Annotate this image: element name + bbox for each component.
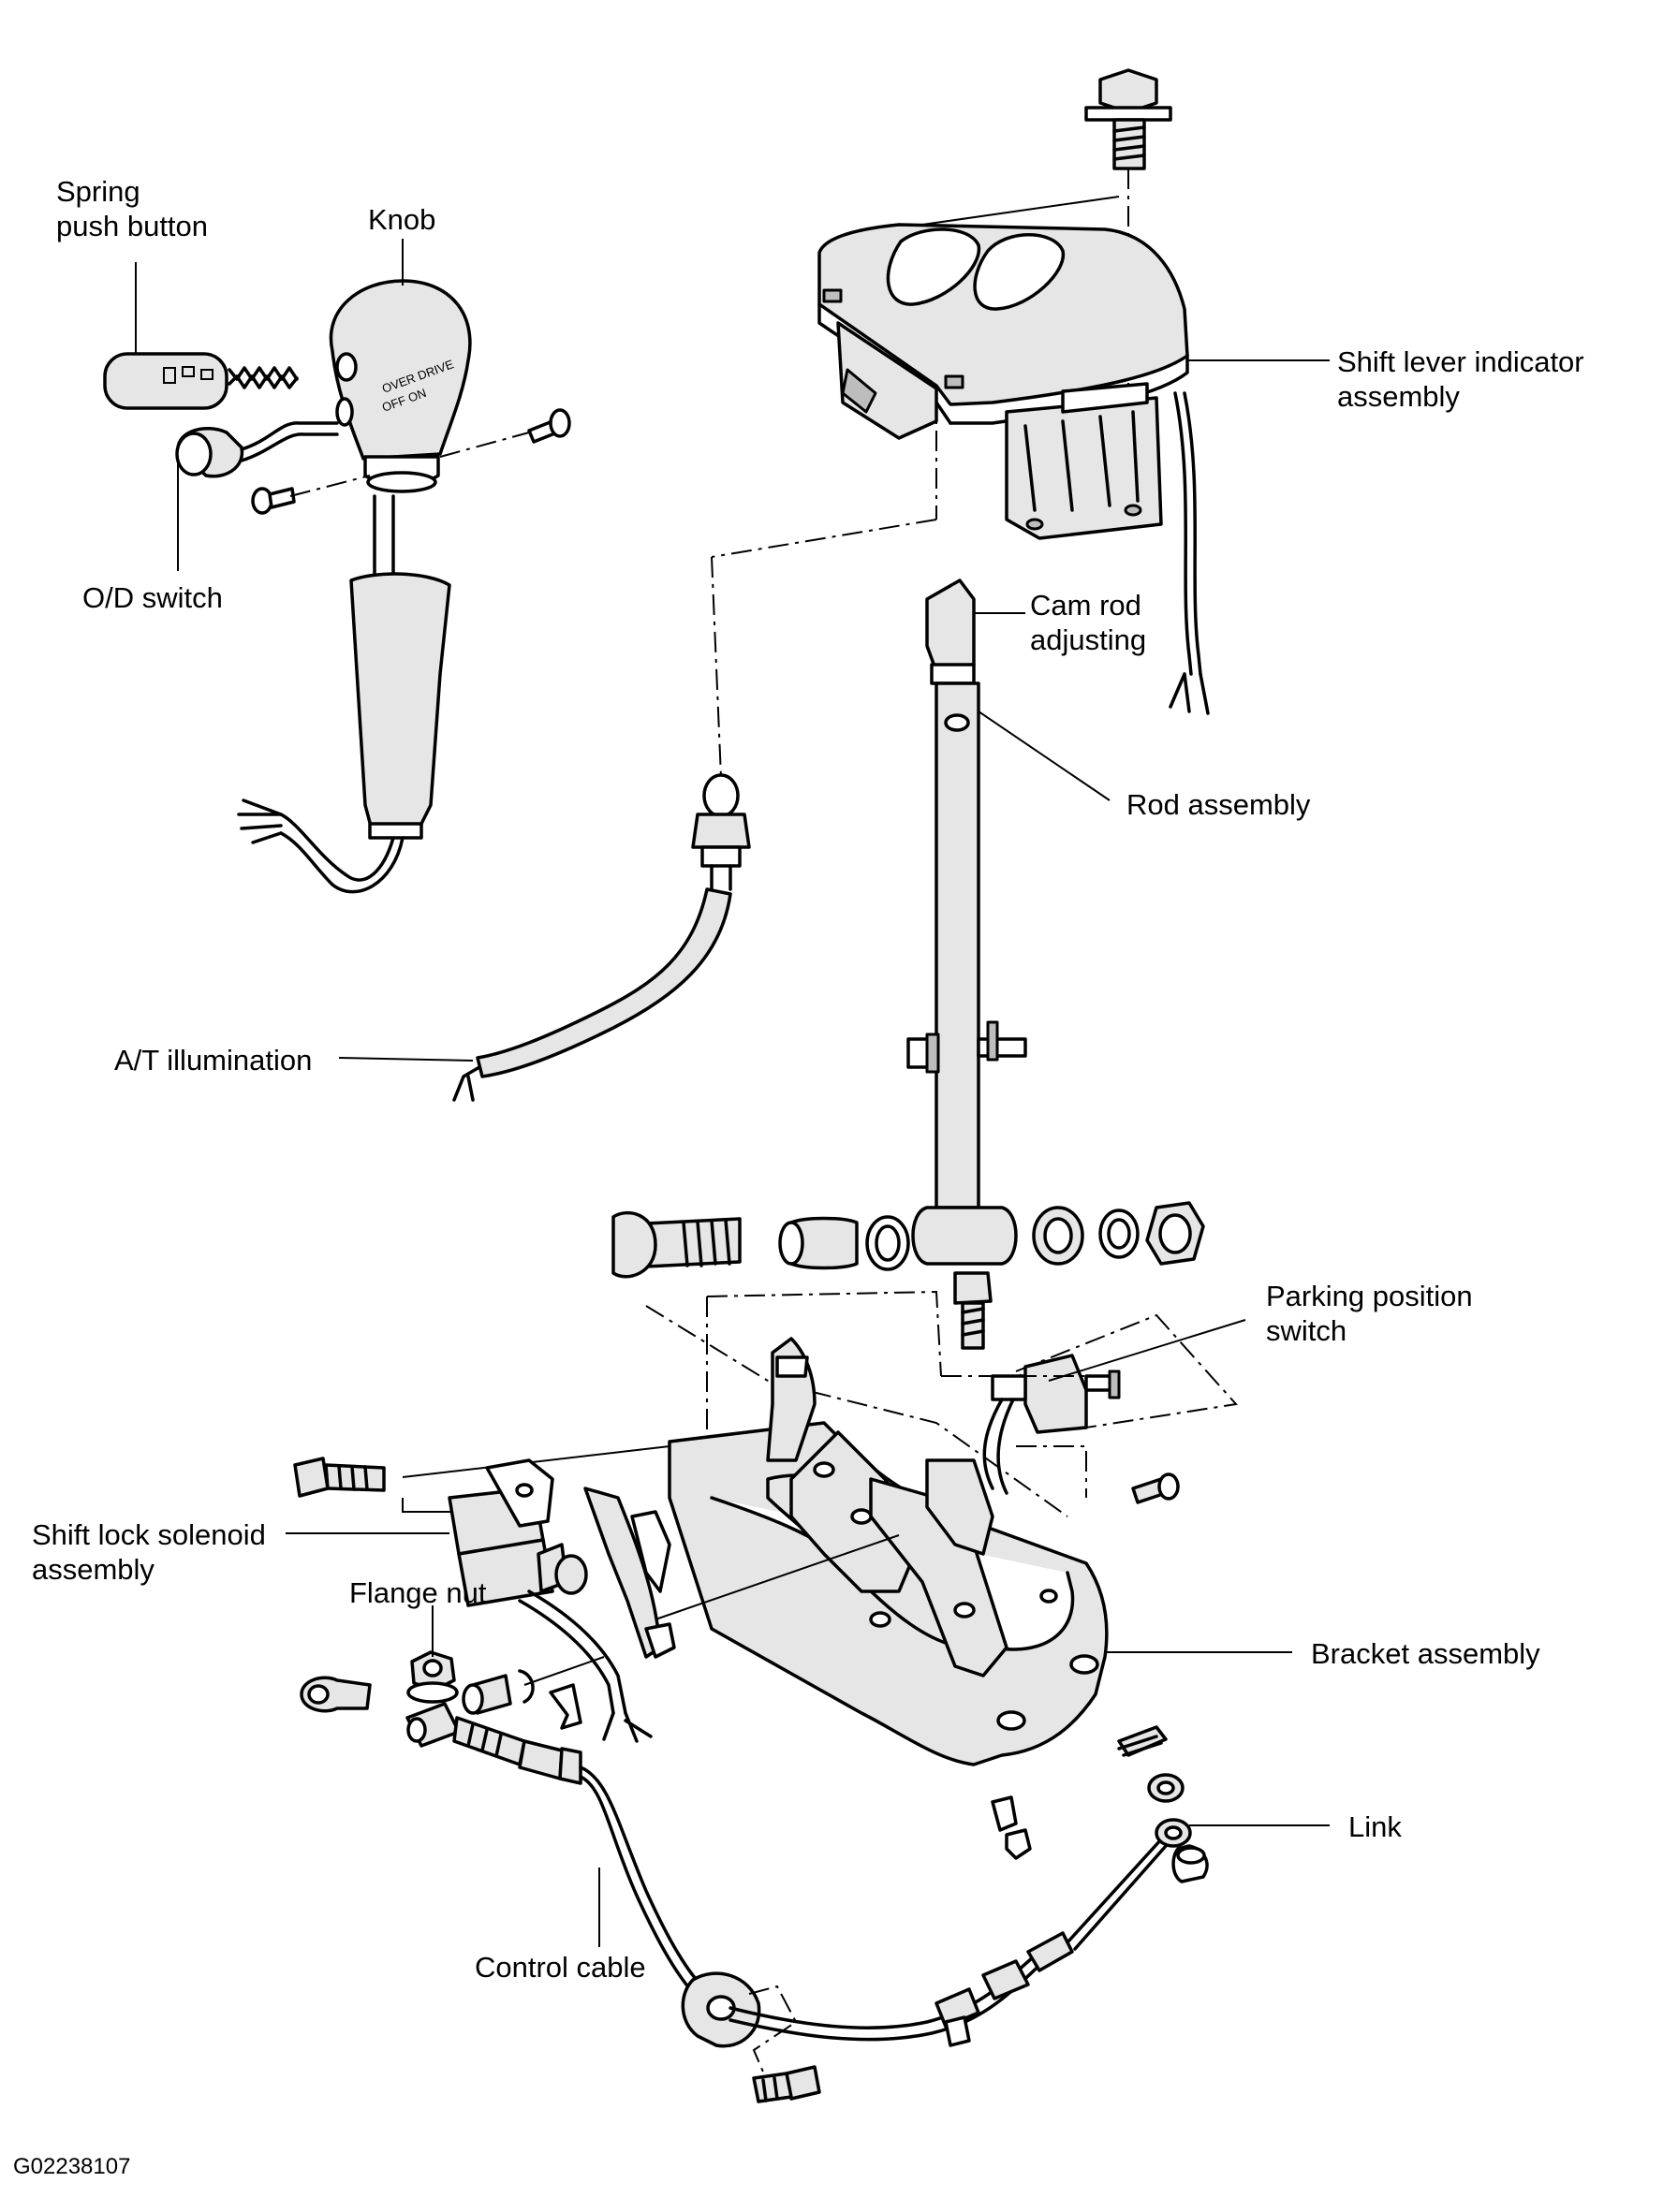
label-shift-lock-solenoid-line2: assembly [32, 1553, 155, 1586]
labels: Spring push button Knob Shift lever indi… [13, 175, 1584, 2179]
label-shift-lever-indicator-line1: Shift lever indicator [1337, 345, 1584, 378]
label-spring-push-button-line1: Spring [56, 175, 140, 208]
shift-lever-indicator-group [817, 68, 1210, 715]
shift-lock-solenoid-group [293, 1445, 900, 1743]
label-link: Link [1348, 1810, 1402, 1843]
label-spring-push-button-line2: push button [56, 210, 208, 242]
label-shift-lock-solenoid-line1: Shift lock solenoid [32, 1518, 266, 1551]
spring-push-button-part [103, 352, 299, 410]
label-shift-lever-indicator-line2: assembly [1337, 380, 1460, 413]
label-od-switch: O/D switch [82, 581, 223, 614]
label-parking-position-switch-line1: Parking position [1266, 1280, 1473, 1312]
at-illumination-group [452, 393, 937, 1102]
figure-code: G02238107 [13, 2154, 130, 2179]
rod-assembly-group [611, 579, 1205, 1350]
label-at-illumination: A/T illumination [114, 1044, 312, 1077]
control-cable-group [405, 1702, 1209, 2103]
label-bracket-assembly: Bracket assembly [1311, 1637, 1540, 1670]
shift-knob-group: OVER DRIVE OFF ON [103, 279, 571, 894]
knob-screw-left [251, 487, 296, 515]
od-switch-part [175, 421, 339, 478]
label-cam-rod-adjusting-line2: adjusting [1030, 623, 1146, 656]
knob-screw-right [527, 408, 571, 444]
indicator-body-part [817, 223, 1189, 540]
label-control-cable: Control cable [475, 1951, 646, 1984]
label-knob: Knob [368, 203, 435, 236]
parking-position-switch-group [982, 1313, 1238, 1504]
knob-part: OVER DRIVE OFF ON [329, 279, 472, 493]
shift-handle-part [349, 572, 451, 840]
label-rod-assembly: Rod assembly [1126, 788, 1311, 821]
callout-leaders [135, 239, 1330, 1947]
label-parking-position-switch-line2: switch [1266, 1314, 1347, 1347]
label-flange-nut: Flange nut [349, 1576, 487, 1609]
flange-nut-group [300, 1650, 1018, 1832]
label-cam-rod-adjusting-line1: Cam rod [1030, 589, 1141, 622]
indicator-top-bolt [1084, 68, 1172, 170]
